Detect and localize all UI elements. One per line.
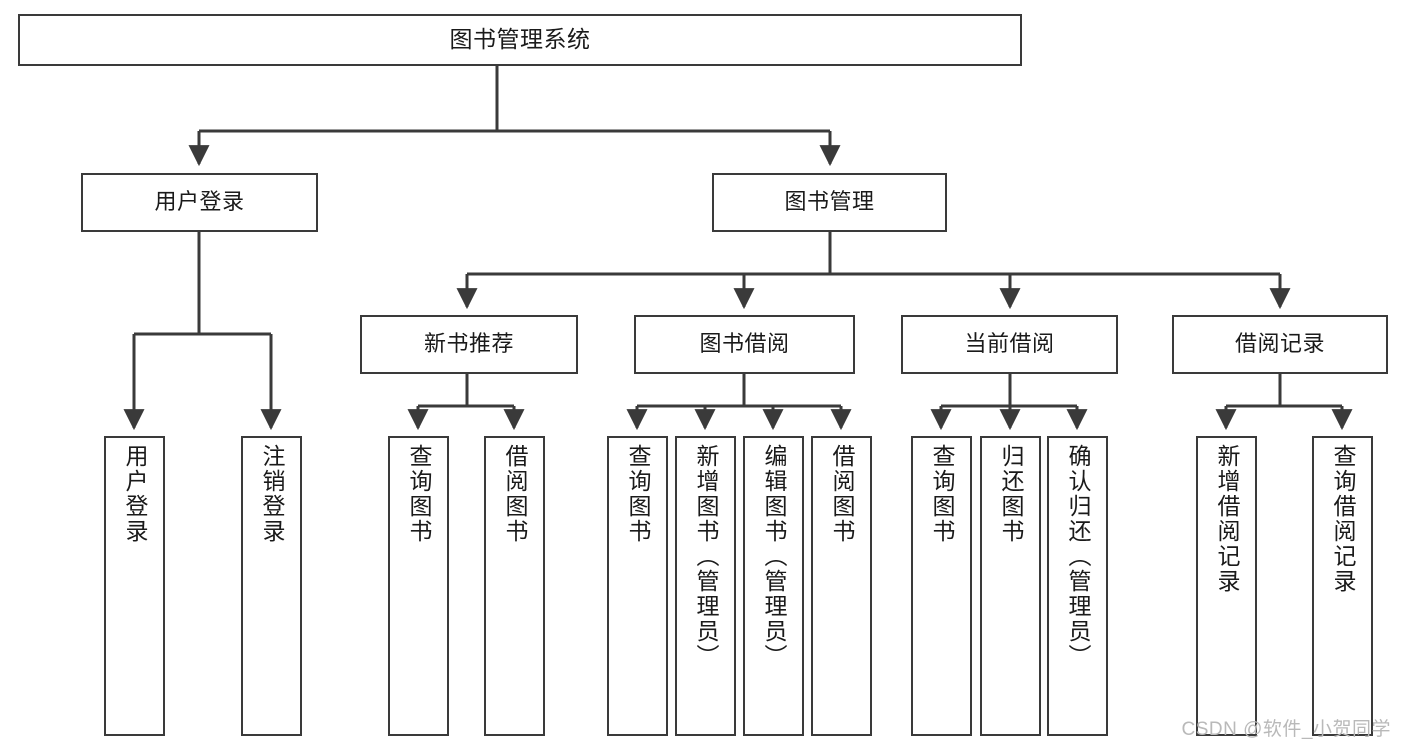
leaf-query-book-borrow[interactable]: 查询图书 xyxy=(607,436,668,736)
node-label: 借阅图书 xyxy=(502,444,528,544)
node-user-login[interactable]: 用户登录 xyxy=(81,173,318,232)
node-root-system[interactable]: 图书管理系统 xyxy=(18,14,1022,66)
leaf-user-logout[interactable]: 注销登录 xyxy=(241,436,302,736)
node-label: 用户登录 xyxy=(122,444,148,544)
node-borrow-record[interactable]: 借阅记录 xyxy=(1172,315,1388,374)
node-label: 当前借阅 xyxy=(964,331,1055,357)
leaf-add-book-admin[interactable]: 新增图书（管理员） xyxy=(675,436,736,736)
leaf-return-book[interactable]: 归还图书 xyxy=(980,436,1041,736)
node-label: 图书管理 xyxy=(784,189,875,215)
leaf-confirm-return-admin[interactable]: 确认归还（管理员） xyxy=(1047,436,1108,736)
node-label: 注销登录 xyxy=(259,444,285,544)
node-label: 编辑图书（管理员） xyxy=(761,444,787,669)
node-label: 查询图书 xyxy=(929,444,955,544)
leaf-query-book-recommend[interactable]: 查询图书 xyxy=(388,436,449,736)
node-label: 查询图书 xyxy=(406,444,432,544)
node-label: 新增图书（管理员） xyxy=(693,444,719,669)
leaf-borrow-book-recommend[interactable]: 借阅图书 xyxy=(484,436,545,736)
leaf-query-book-current[interactable]: 查询图书 xyxy=(911,436,972,736)
node-label: 确认归还（管理员） xyxy=(1065,444,1091,669)
leaf-borrow-book[interactable]: 借阅图书 xyxy=(811,436,872,736)
watermark: CSDN @软件_小贺同学 xyxy=(1181,719,1391,740)
leaf-add-borrow-record[interactable]: 新增借阅记录 xyxy=(1196,436,1257,736)
node-label: 图书借阅 xyxy=(699,331,790,357)
node-label: 图书管理系统 xyxy=(449,26,591,53)
node-label: 借阅记录 xyxy=(1234,331,1325,357)
node-label: 用户登录 xyxy=(154,189,245,215)
node-label: 新增借阅记录 xyxy=(1214,444,1240,594)
node-label: 查询借阅记录 xyxy=(1330,444,1356,594)
node-book-borrow[interactable]: 图书借阅 xyxy=(634,315,855,374)
node-label: 新书推荐 xyxy=(423,331,514,357)
leaf-query-borrow-record[interactable]: 查询借阅记录 xyxy=(1312,436,1373,736)
leaf-edit-book-admin[interactable]: 编辑图书（管理员） xyxy=(743,436,804,736)
node-label: 归还图书 xyxy=(998,444,1024,544)
node-new-book-recommend[interactable]: 新书推荐 xyxy=(360,315,578,374)
leaf-user-login[interactable]: 用户登录 xyxy=(104,436,165,736)
node-label: 查询图书 xyxy=(625,444,651,544)
node-book-management[interactable]: 图书管理 xyxy=(712,173,947,232)
node-label: 借阅图书 xyxy=(829,444,855,544)
node-current-borrow[interactable]: 当前借阅 xyxy=(901,315,1118,374)
